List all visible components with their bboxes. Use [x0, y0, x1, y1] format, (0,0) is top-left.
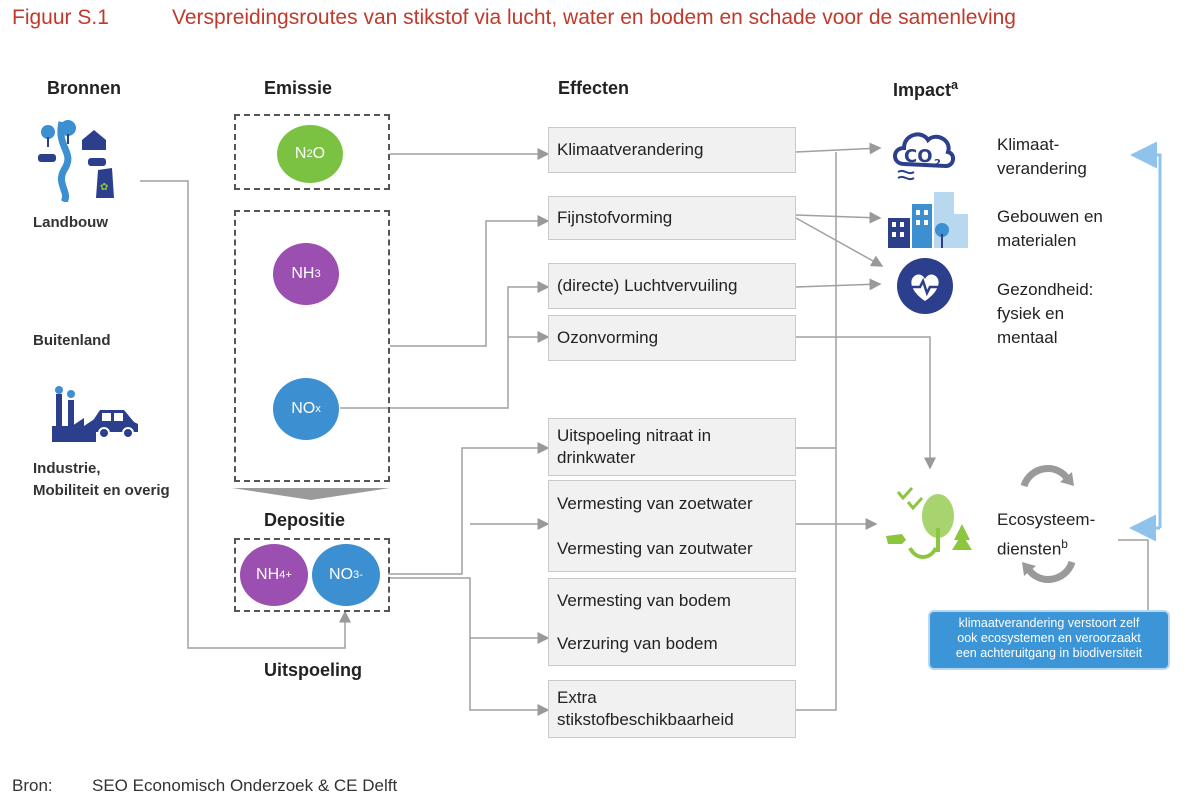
effect-freshwater: Vermesting van zoetwater [557, 493, 753, 513]
impact-climate-label: Klimaat- verandering [997, 135, 1087, 178]
effect-extra-nitrogen: Extra stikstofbeschikbaarheid [548, 680, 796, 738]
agriculture-icon: ✿ [38, 120, 114, 202]
header-impact: Impacta [893, 78, 959, 100]
impact-ecosystem-label: Ecosysteem- dienstenb [997, 510, 1096, 559]
effect-climate-change: Klimaatverandering [548, 127, 796, 173]
source-abroad-label: Buitenland [33, 332, 111, 349]
health-heart-icon [897, 258, 953, 314]
co2-cloud-icon: CO 2 [893, 132, 955, 181]
nh3-nox-box [234, 210, 390, 482]
biodiversity-callout: klimaatverandering verstoort zelf ook ec… [928, 610, 1170, 670]
effect-particulate: Fijnstofvorming [548, 196, 796, 240]
industry-icon [52, 386, 138, 442]
figure-label: Figuur S.1 [12, 6, 109, 29]
header-emission: Emissie [264, 78, 333, 98]
n2o-box [234, 114, 390, 190]
header-effects: Effecten [558, 78, 630, 98]
effect-water-eutrophication: Vermesting van zoetwater Vermesting van … [548, 480, 796, 572]
cycle-arrow-top-icon [1020, 465, 1074, 488]
effect-soil-eutrophication: Vermesting van bodem [557, 590, 731, 610]
effect-soil: Vermesting van bodem Verzuring van bodem [548, 578, 796, 666]
svg-text:✿: ✿ [100, 182, 108, 193]
ecosystem-icon [886, 486, 972, 559]
header-sources: Bronnen [47, 78, 121, 98]
effect-saltwater: Vermesting van zoutwater [557, 538, 753, 558]
source-agriculture-label: Landbouw [33, 214, 108, 231]
source-industry-label: Industrie, Mobiliteit en overig [33, 460, 170, 499]
impact-buildings-label: Gebouwen en materialen [997, 207, 1103, 250]
impact-health-label: Gezondheid: fysiek en mentaal [997, 280, 1094, 347]
effect-air-pollution: (directe) Luchtvervuiling [548, 263, 796, 309]
figure-title: Verspreidingsroutes van stikstof via luc… [172, 6, 1016, 29]
co2-sub: 2 [934, 158, 941, 169]
header-leaching: Uitspoeling [264, 660, 362, 680]
source-note-value: SEO Economisch Onderzoek & CE Delft [92, 776, 398, 795]
effect-soil-acidification: Verzuring van bodem [557, 633, 718, 653]
source-note: Bron: SEO Economisch Onderzoek & CE Delf… [12, 776, 397, 796]
source-note-label: Bron: [12, 776, 53, 795]
cycle-arrow-bottom-icon [1022, 560, 1076, 583]
deposition-box [234, 538, 390, 612]
header-deposition: Depositie [264, 510, 346, 530]
buildings-icon [888, 192, 968, 248]
effect-ozone: Ozonvorming [548, 315, 796, 361]
effect-nitrate: Uitspoeling nitraat in drinkwater [548, 418, 796, 476]
co2-text: CO [904, 146, 933, 167]
